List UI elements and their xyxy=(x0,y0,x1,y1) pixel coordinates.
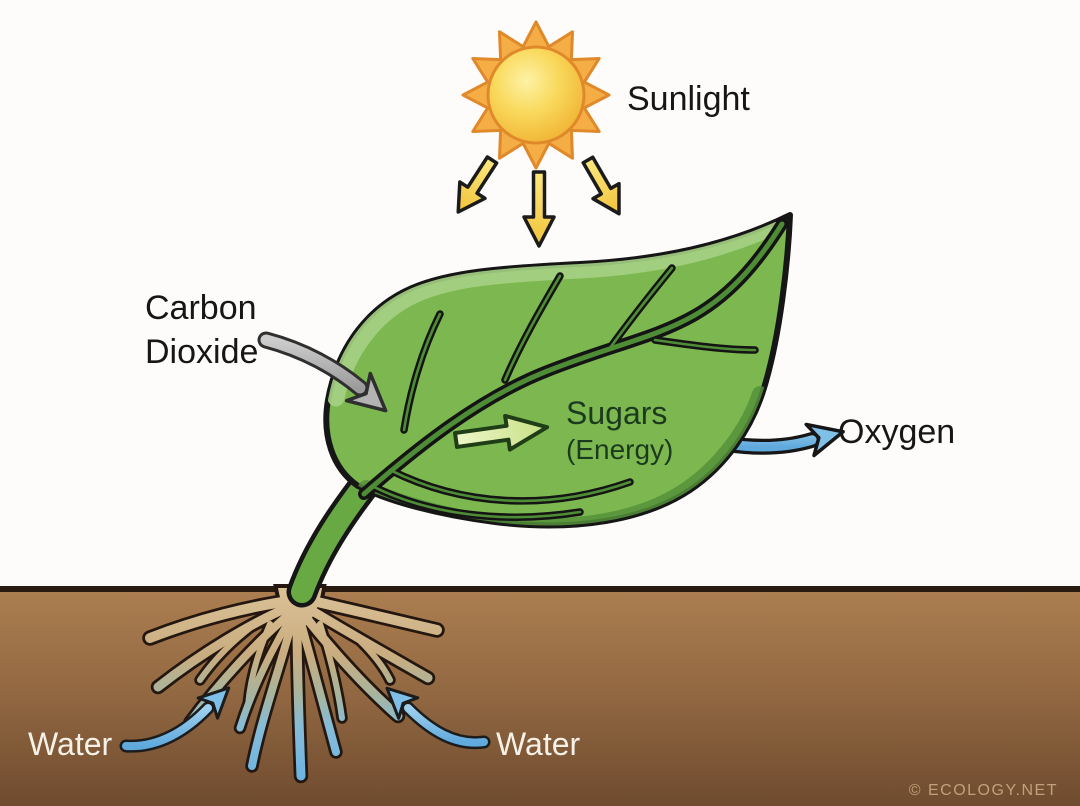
sugars-energy-label: (Energy) xyxy=(566,434,673,465)
soil-ground xyxy=(0,586,1080,806)
co2-arrow xyxy=(257,331,388,413)
water-label-left: Water xyxy=(28,726,113,762)
water-label-right: Water xyxy=(496,726,581,762)
sun-icon xyxy=(461,20,611,170)
sunlight-ray-left xyxy=(456,155,499,214)
sunlight-ray-center xyxy=(522,170,556,248)
water-arrow-left xyxy=(119,686,231,753)
sunlight-ray-arrows xyxy=(456,155,621,248)
roots-graphic xyxy=(142,584,445,784)
sugars-arrow xyxy=(453,413,550,452)
sun-body xyxy=(486,45,586,145)
sugars-label: Sugars xyxy=(566,395,667,431)
watermark: © ECOLOGY.NET xyxy=(909,782,1058,799)
oxygen-label: Oxygen xyxy=(838,413,955,451)
carbon-dioxide-label-line2: Dioxide xyxy=(145,333,258,371)
carbon-dioxide-label-line1: Carbon xyxy=(145,289,257,327)
sunlight-ray-right xyxy=(581,155,621,216)
water-arrow-center xyxy=(385,686,491,750)
leaf-graphic xyxy=(326,215,790,526)
sunlight-label: Sunlight xyxy=(627,80,750,118)
